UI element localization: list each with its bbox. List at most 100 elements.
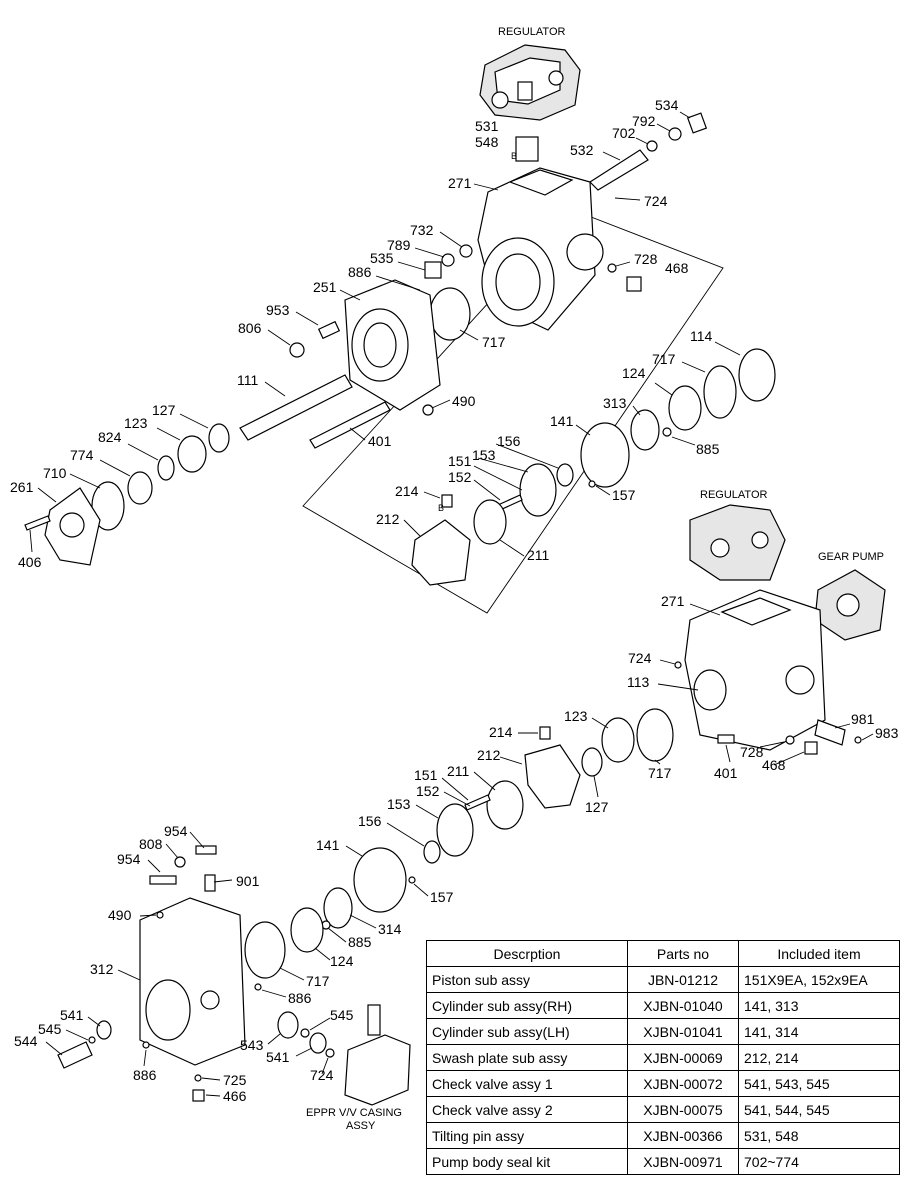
cell-included-item: 151X9EA, 152x9EA <box>738 966 900 993</box>
part-labels: 534 792 531 702 548 532 B 271 724 732 78… <box>10 97 899 1104</box>
label-141-front: 141 <box>316 837 340 853</box>
plate-211-front <box>486 780 524 830</box>
ring-724-lower <box>325 1048 335 1058</box>
cell-included-item: 212, 214 <box>738 1044 900 1071</box>
cover-261 <box>44 487 101 566</box>
cylinder-141-front <box>353 847 407 913</box>
cell-parts-no: XJBN-01040 <box>627 992 739 1019</box>
label-468-rear: 468 <box>665 260 689 276</box>
label-824: 824 <box>98 429 122 445</box>
cell-parts-no: XJBN-00366 <box>627 1122 739 1149</box>
oring-717-lower <box>244 921 286 979</box>
valve-plate-314 <box>323 887 353 929</box>
label-271-rear: 271 <box>448 175 472 191</box>
plate-153-front <box>436 803 474 857</box>
bearing-123-rear <box>177 435 207 473</box>
label-123-rear: 123 <box>124 415 148 431</box>
label-156-front: 156 <box>358 813 382 829</box>
label-111: 111 <box>237 372 258 388</box>
regulator-right-heading: REGULATOR <box>700 489 767 501</box>
gear-pump-image <box>814 569 886 641</box>
label-532: 532 <box>570 142 594 158</box>
cell-parts-no: XJBN-00075 <box>627 1096 739 1123</box>
stud-953 <box>317 320 341 340</box>
label-541-right: 541 <box>266 1049 290 1065</box>
cell-parts-no: XJBN-01041 <box>627 1018 739 1045</box>
label-156-rear: 156 <box>497 433 521 449</box>
nut-808 <box>174 856 186 868</box>
table-row: Cylinder sub assy(LH) XJBN-01041 141, 31… <box>426 1018 900 1045</box>
cell-included-item: 531, 548 <box>738 1122 900 1149</box>
label-534: 534 <box>655 97 679 113</box>
label-885-rear: 885 <box>696 441 720 457</box>
label-981: 981 <box>851 711 875 727</box>
label-954-low: 954 <box>117 851 141 867</box>
bolt-401-rear <box>309 401 391 449</box>
label-728-front: 728 <box>740 744 764 760</box>
cover-981 <box>814 719 846 746</box>
table-header-row: Descrption Parts no Included item <box>426 940 900 967</box>
label-774: 774 <box>70 447 94 463</box>
label-702: 702 <box>612 125 636 141</box>
plug-534 <box>686 112 708 134</box>
shaft-113 <box>693 669 727 711</box>
pin-724-front <box>674 661 682 669</box>
table-row: Tilting pin assy XJBN-00366 531, 548 <box>426 1122 900 1149</box>
label-792: 792 <box>632 113 656 129</box>
ring-127-front <box>581 747 603 777</box>
eppr-valve-casing <box>344 1004 411 1106</box>
label-152-rear: 152 <box>448 469 472 485</box>
label-789: 789 <box>387 237 411 253</box>
swashplate-212-rear <box>411 519 471 586</box>
valve-block-251 <box>344 279 441 411</box>
label-214-front: 214 <box>489 724 513 740</box>
label-153-rear: 153 <box>472 447 496 463</box>
pin-532 <box>589 149 649 191</box>
plug-490-rear <box>422 404 434 416</box>
label-212-front: 212 <box>477 747 501 763</box>
pin-886-bottom <box>142 1041 150 1049</box>
label-886-rear: 886 <box>348 264 372 280</box>
label-717-front: 717 <box>648 765 672 781</box>
bolt-406 <box>24 515 51 531</box>
table-row: Check valve assy 2 XJBN-00075 541, 544, … <box>426 1096 900 1123</box>
label-212-rear: 212 <box>376 511 400 527</box>
label-885-front: 885 <box>348 934 372 950</box>
label-983: 983 <box>875 725 899 741</box>
label-954-top: 954 <box>164 823 188 839</box>
table-header-included-item: Included item <box>738 940 900 967</box>
cell-parts-no: XJBN-00069 <box>627 1044 739 1071</box>
oring-789 <box>441 253 455 267</box>
label-314: 314 <box>378 921 402 937</box>
label-545-right: 545 <box>330 1007 354 1023</box>
oring-717-mid <box>703 365 737 419</box>
spring-885-rear <box>662 427 672 437</box>
table-row: Pump body seal kit XJBN-00971 702~774 <box>426 1148 900 1175</box>
regulator-top-heading: REGULATOR <box>498 26 565 38</box>
cell-included-item: 141, 314 <box>738 1018 900 1045</box>
cell-parts-no: XJBN-00072 <box>627 1070 739 1097</box>
cell-description: Swash plate sub assy <box>426 1044 628 1071</box>
plug-535 <box>424 261 442 279</box>
table-row: Check valve assy 1 XJBN-00072 541, 543, … <box>426 1070 900 1097</box>
pin-983 <box>854 736 862 744</box>
ring-545-right <box>300 1028 310 1038</box>
label-271-front: 271 <box>661 593 685 609</box>
pin-157-front <box>408 876 416 884</box>
label-717-lower: 717 <box>306 973 330 989</box>
plate-153-rear <box>519 463 557 517</box>
plug-466 <box>192 1089 205 1102</box>
nut-806 <box>289 342 305 358</box>
bearing-123-front <box>601 717 635 763</box>
label-113: 113 <box>627 674 650 690</box>
label-114: 114 <box>690 328 713 344</box>
regulator-top-image <box>479 44 581 121</box>
seat-156-front <box>423 840 441 864</box>
gear-pump-heading: GEAR PUMP <box>818 551 884 563</box>
label-724-rear: 724 <box>644 193 668 209</box>
table-row: Piston sub assy JBN-01212 151X9EA, 152x9… <box>426 966 900 993</box>
label-725: 725 <box>223 1072 247 1088</box>
label-544: 544 <box>14 1033 38 1049</box>
label-b-mark-2: B <box>438 503 444 513</box>
